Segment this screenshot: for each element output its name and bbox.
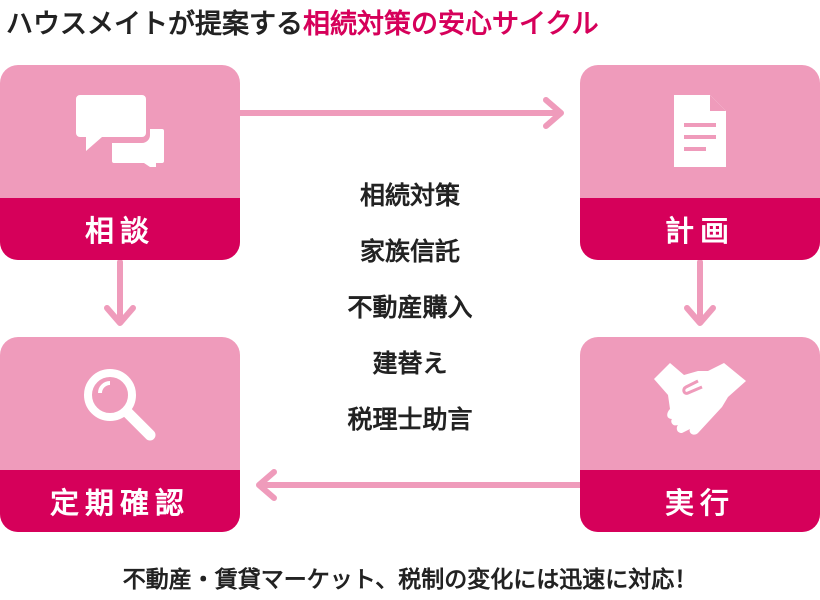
step-label: 定期確認 (0, 470, 240, 532)
arrow-right (237, 97, 564, 129)
step-review: 定期確認 (0, 337, 240, 532)
service-item: 税理士助言 (347, 405, 473, 434)
arrow-down-left (104, 259, 136, 326)
magnifier-icon (84, 369, 156, 441)
arrow-down-right (684, 259, 716, 326)
step-label: 計画 (580, 198, 820, 260)
service-list: 相続対策 家族信託 不動産購入 建替え 税理士助言 (300, 168, 520, 448)
footer-note: 不動産・賃貸マーケット、税制の変化には迅速に対応！ (122, 567, 698, 593)
step-label: 相談 (0, 198, 240, 260)
title-prefix: ハウスメイトが提案する (6, 9, 303, 40)
step-execution: 実行 (580, 337, 820, 532)
chat-bubbles-icon (76, 95, 164, 167)
service-item: 建替え (372, 349, 448, 378)
step-consultation: 相談 (0, 65, 240, 260)
step-plan: 計画 (580, 65, 820, 260)
step-label: 実行 (580, 470, 820, 532)
service-item: 家族信託 (359, 237, 460, 266)
title-highlight: 相続対策の安心サイクル (303, 9, 599, 40)
arrow-left (256, 469, 583, 501)
document-icon (674, 95, 726, 167)
service-item: 相続対策 (359, 181, 460, 210)
page-title: ハウスメイトが提案する相続対策の安心サイクル (6, 2, 599, 41)
service-item: 不動産購入 (347, 293, 473, 322)
handshake-icon (654, 363, 746, 435)
